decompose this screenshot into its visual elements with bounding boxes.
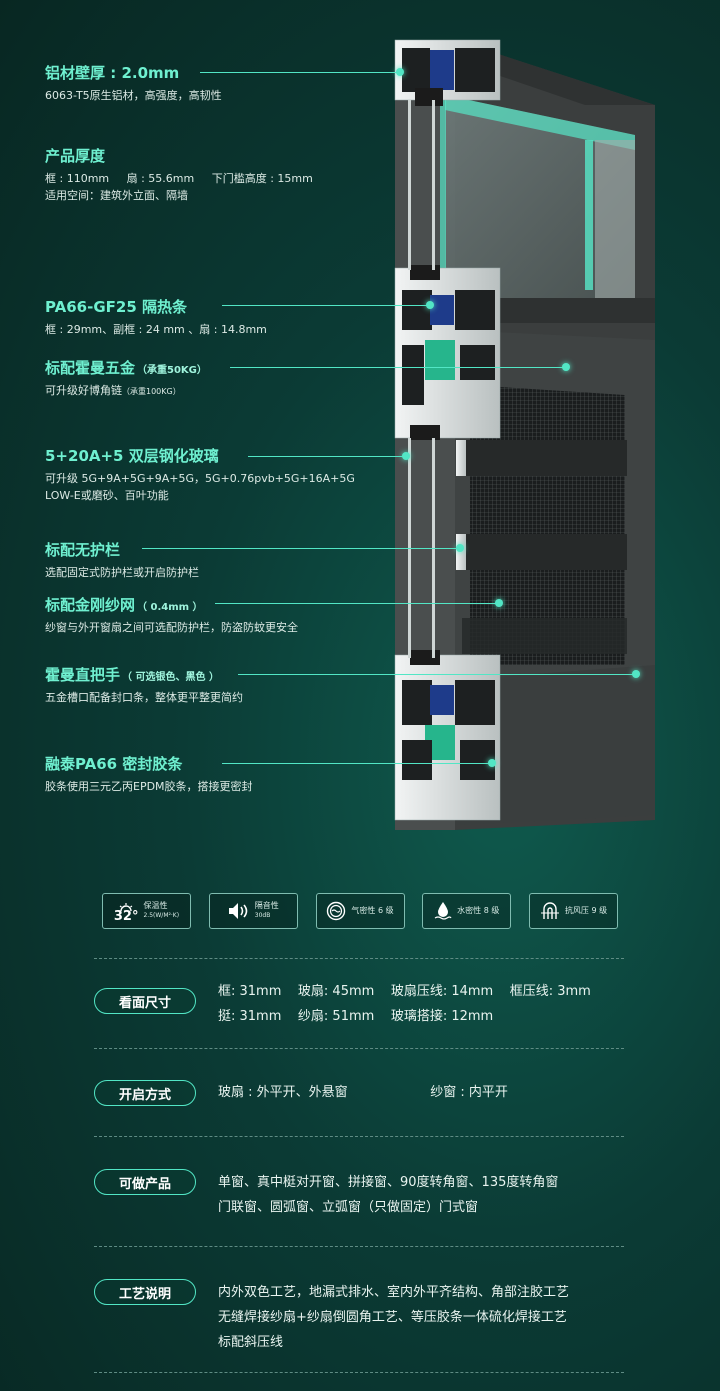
badge-water-tightness: 水密性 8 级 (422, 893, 512, 929)
badge-air-tightness: 气密性 6 级 (315, 893, 405, 929)
spec-thermal-break-strip: PA66-GF25 隔热条 框 : 29mm、副框 : 24 mm 、扇 : 1… (45, 296, 267, 338)
spec-desc: 6063-T5原生铝材，高强度，高韧性 (45, 89, 222, 102)
row-line: 框: 31mm 玻扇: 45mm 玻扇压线: 14mm 框压线: 3mm (218, 984, 591, 999)
row-line: 挺: 31mm 纱扇: 51mm 玻璃搭接: 12mm (218, 1009, 494, 1024)
top-profile-section (394, 39, 501, 106)
pill-visible-dimensions: 看面尺寸 (94, 988, 196, 1014)
spec-guardrail: 标配无护栏 选配固定式防护栏或开启防护栏 (45, 539, 199, 581)
row-visible-dimensions: 框: 31mm 玻扇: 45mm 玻扇压线: 14mm 框压线: 3mm 挺: … (218, 979, 591, 1029)
bottom-profile-section (394, 650, 501, 821)
spec-title: 铝材壁厚 : 2.0mm (45, 64, 180, 82)
spec-glass: 5+20A+5 双层钢化玻璃 可升级 5G+9A+5G+9A+5G，5G+0.7… (45, 445, 355, 504)
row-opening-method: 玻扇 : 外平开、外悬窗 纱窗 : 内平开 (218, 1080, 508, 1105)
row-line: 内外双色工艺，地漏式排水、室内外平齐结构、角部注胶工艺 (218, 1285, 570, 1300)
spec-desc: 框 : 110mm 扇 : 55.6mm 下门槛高度 : 15mm (45, 172, 313, 185)
spec-handle: 霍曼直把手（ 可选银色、黑色 ） 五金槽口配备封口条，整体更平整更简约 (45, 664, 243, 706)
divider (94, 958, 624, 959)
airtight-icon (327, 901, 346, 921)
spec-desc: 框 : 29mm、副框 : 24 mm 、扇 : 14.8mm (45, 323, 267, 336)
spec-title: 标配无护栏 (45, 541, 121, 559)
divider (94, 1246, 624, 1247)
spec-title: 产品厚度 (45, 147, 106, 165)
spec-wall-thickness: 铝材壁厚 : 2.0mm 6063-T5原生铝材，高强度，高韧性 (45, 62, 222, 104)
row-line: 玻扇 : 外平开、外悬窗 纱窗 : 内平开 (218, 1085, 508, 1100)
row-line: 单窗、真中梃对开窗、拼接窗、90度转角窗、135度转角窗 (218, 1175, 559, 1190)
spec-desc: 适用空间：建筑外立面、隔墙 (45, 189, 188, 202)
row-available-products: 单窗、真中梃对开窗、拼接窗、90度转角窗、135度转角窗 门联窗、圆弧窗、立弧窗… (218, 1170, 558, 1220)
spec-desc: 五金槽口配备封口条，整体更平整更简约 (45, 691, 243, 704)
divider (94, 1136, 624, 1137)
spec-title: 融泰PA66 密封胶条 (45, 755, 183, 773)
spec-sealing-strip: 融泰PA66 密封胶条 胶条使用三元乙丙EPDM胶条，搭接更密封 (45, 753, 253, 795)
badge-thermal-insulation: 32° 保温性 2.5(W/M²·K) (102, 893, 191, 929)
spec-title-note: （ 可选银色、黑色 ） (122, 672, 219, 683)
spec-desc: 纱窗与外开窗扇之间可选配防护栏，防盗防蚊更安全 (45, 621, 298, 634)
performance-badges: 32° 保温性 2.5(W/M²·K) 隔音性 30dB 气密性 6 级 (102, 893, 618, 929)
wind-pressure-icon (540, 902, 559, 919)
spec-desc-note: （承重100KG） (122, 387, 181, 396)
spec-desc: 胶条使用三元乙丙EPDM胶条，搭接更密封 (45, 780, 253, 793)
spec-desc: 选配固定式防护栏或开启防护栏 (45, 566, 199, 579)
divider (94, 1048, 624, 1049)
pill-available-products: 可做产品 (94, 1169, 196, 1195)
spec-title: 标配金刚纱网 (45, 596, 136, 614)
spec-title: 5+20A+5 双层钢化玻璃 (45, 447, 219, 465)
badge-label: 抗风压 9 级 (564, 906, 608, 915)
spec-title-note: （承重50KG） (137, 365, 207, 376)
spec-desc: 可升级好博角链 (45, 384, 122, 397)
badge-sub: 30dB (254, 912, 271, 919)
spec-hardware: 标配霍曼五金（承重50KG） 可升级好博角链（承重100KG） (45, 357, 207, 400)
row-line: 门联窗、圆弧窗、立弧窗（只做固定）门式窗 (218, 1200, 479, 1215)
spec-title-note: （ 0.4mm ） (137, 602, 203, 613)
pill-opening-method: 开启方式 (94, 1080, 196, 1106)
divider (94, 1372, 624, 1373)
badge-label: 气密性 6 级 (351, 906, 394, 915)
badge-label: 水密性 8 级 (457, 906, 500, 915)
spec-title: 标配霍曼五金 (45, 359, 136, 377)
spec-title: 霍曼直把手 (45, 666, 121, 684)
row-line: 无缝焊接纱扇+纱扇倒圆角工艺、等压胶条一体硫化焊接工艺 (218, 1310, 567, 1325)
middle-profile-section (394, 265, 501, 440)
sun-thermometer-icon: 32° (114, 900, 138, 923)
spec-title: PA66-GF25 隔热条 (45, 298, 187, 316)
spec-product-thickness: 产品厚度 框 : 110mm 扇 : 55.6mm 下门槛高度 : 15mm 适… (45, 145, 313, 204)
spec-desc: LOW-E或磨砂、百叶功能 (45, 489, 169, 502)
pill-craft-description: 工艺说明 (94, 1279, 196, 1305)
spec-desc: 可升级 5G+9A+5G+9A+5G，5G+0.76pvb+5G+16A+5G (45, 472, 355, 485)
row-line: 标配斜压线 (218, 1335, 284, 1350)
speaker-icon (228, 903, 248, 919)
badge-wind-pressure: 抗风压 9 级 (529, 893, 618, 929)
badge-label: 保温性 (143, 901, 168, 910)
water-drop-icon (434, 902, 452, 920)
badge-sub: 2.5(W/M²·K) (143, 912, 180, 919)
window-cross-section-illustration (394, 39, 655, 830)
row-craft-description: 内外双色工艺，地漏式排水、室内外平齐结构、角部注胶工艺 无缝焊接纱扇+纱扇倒圆角… (218, 1280, 569, 1355)
badge-sound-insulation: 隔音性 30dB (208, 893, 298, 929)
badge-label: 隔音性 (254, 901, 279, 910)
spec-screen-mesh: 标配金刚纱网（ 0.4mm ） 纱窗与外开窗扇之间可选配防护栏，防盗防蚊更安全 (45, 594, 298, 636)
